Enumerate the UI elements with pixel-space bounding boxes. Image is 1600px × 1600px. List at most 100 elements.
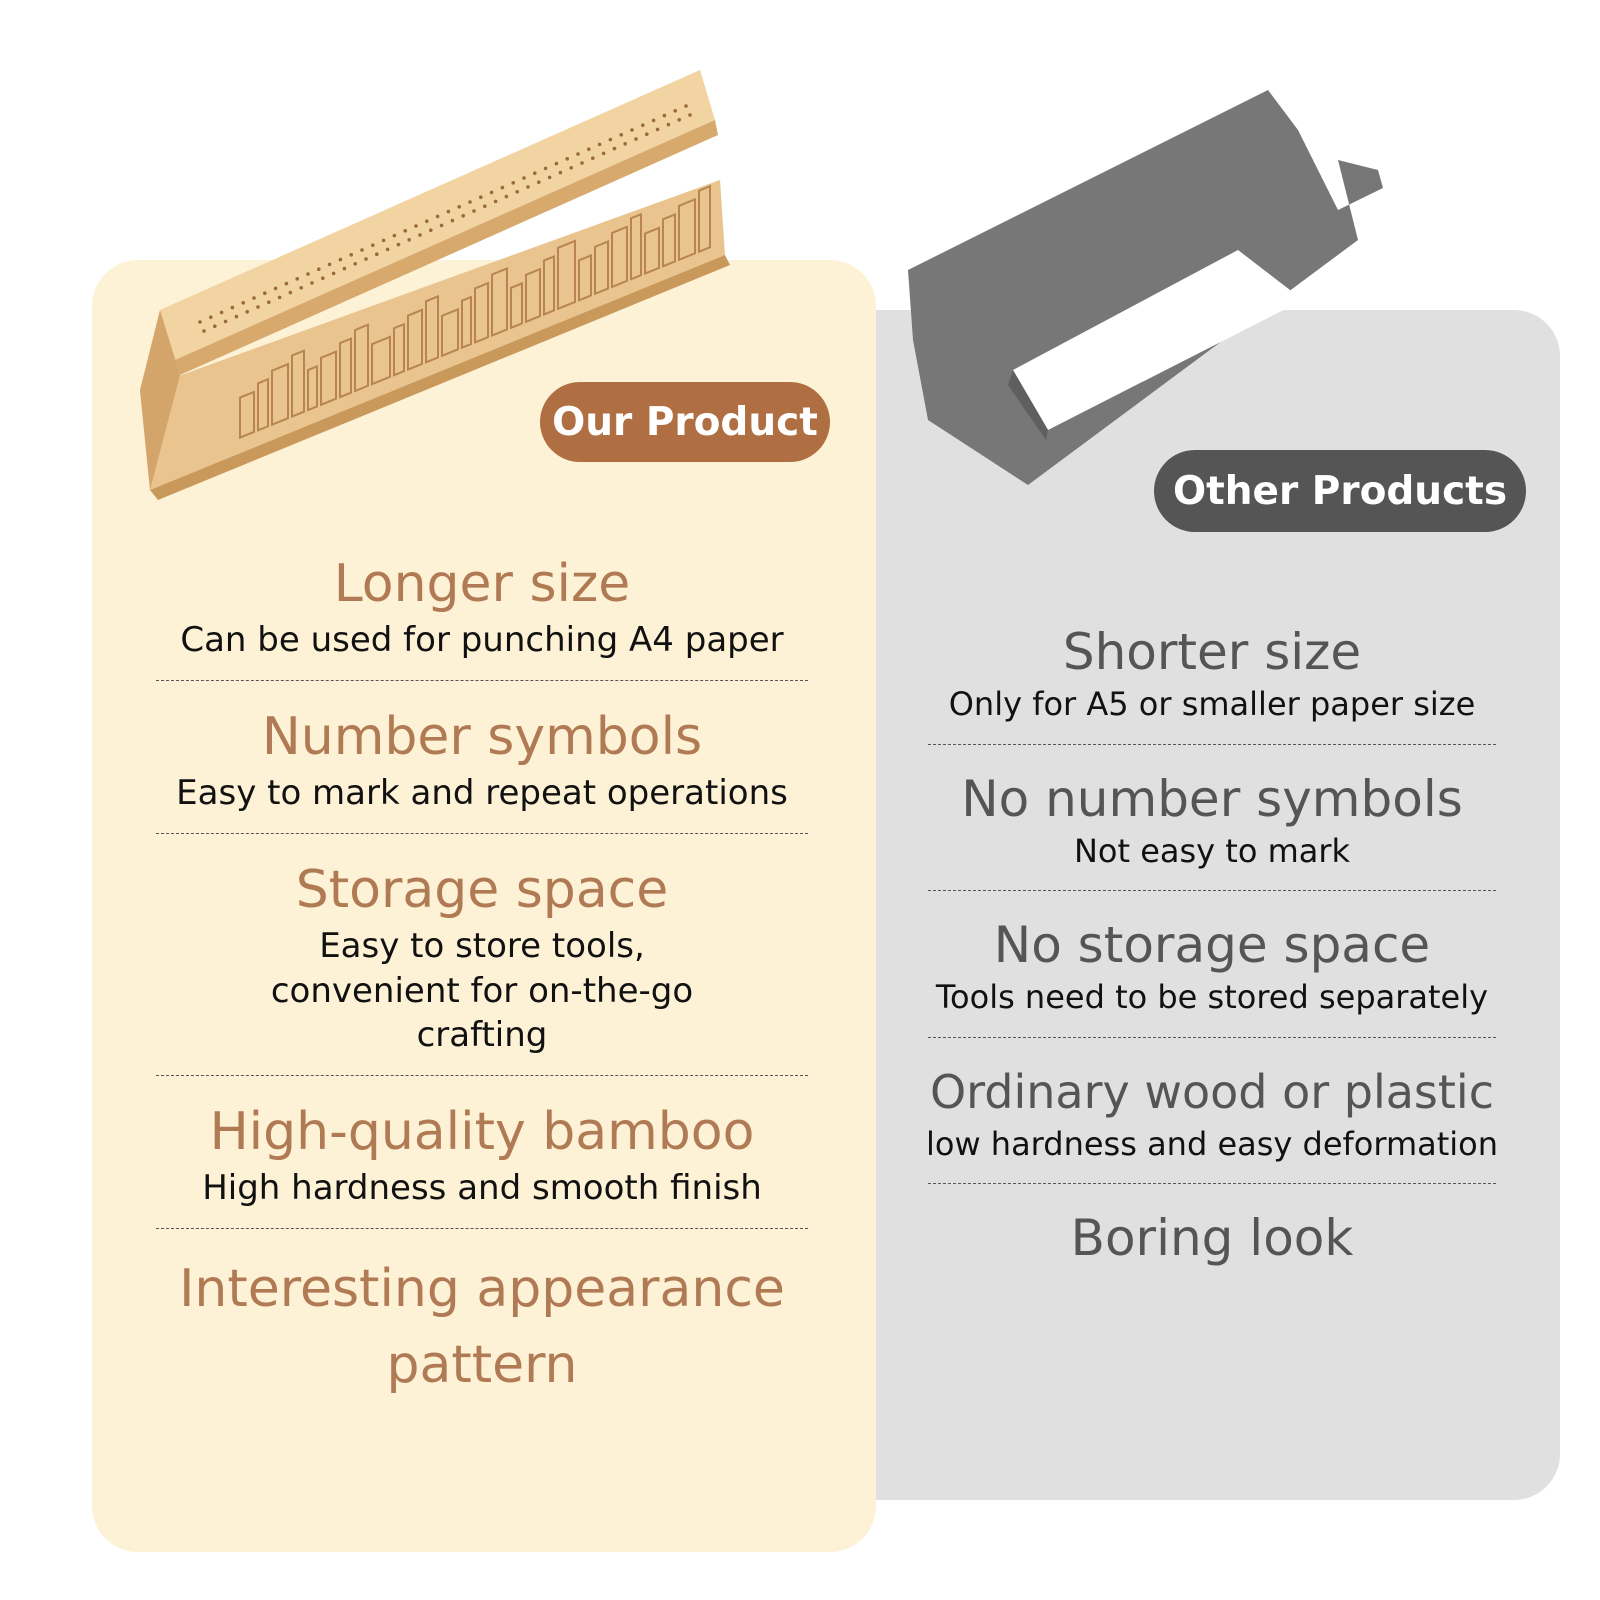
punch-hole-dot [504, 194, 509, 199]
engraved-book-shape [425, 294, 439, 364]
punch-hole-dot [662, 113, 667, 118]
engraved-book-shape [339, 337, 352, 399]
punch-hole-dot [435, 214, 440, 219]
punch-hole-dot [245, 310, 249, 314]
punch-hole-dot [591, 156, 595, 160]
dashed-divider [928, 743, 1496, 745]
punch-hole-dot [450, 218, 455, 223]
engraved-book-shape [510, 281, 523, 330]
punch-hole-dot [213, 324, 217, 329]
feature-desc: Tools need to be stored separately [935, 978, 1489, 1017]
punch-hole-dot [619, 133, 623, 137]
other-products-feature-list: Shorter size Only for A5 or smaller pape… [912, 620, 1512, 1270]
feature-ours-numbers: Number symbols Easy to mark and repeat o… [140, 703, 824, 815]
punch-hole-dot [515, 190, 519, 194]
engraved-book-shape [525, 267, 541, 324]
punch-hole-dot [252, 296, 256, 300]
punch-hole-dot [655, 127, 660, 132]
punch-hole-dot [234, 314, 239, 319]
feature-ours-size: Longer size Can be used for punching A4 … [140, 550, 824, 662]
punch-hole-dot [418, 233, 422, 237]
punch-hole-dot [310, 281, 314, 285]
punch-hole-dot [500, 185, 505, 190]
engraved-book-shape [474, 281, 489, 344]
punch-hole-dot [677, 118, 681, 122]
punch-hole-dot [489, 190, 494, 195]
feature-desc: Not easy to mark [1073, 831, 1351, 870]
engraved-book-shape [441, 307, 459, 358]
punch-hole-dot [597, 142, 602, 147]
feature-title: Ordinary wood or plastic [929, 1064, 1495, 1119]
engraved-book-shape [407, 308, 423, 372]
punch-hole-dot [576, 152, 580, 156]
feature-desc: Can be used for punching A4 paper [180, 620, 784, 660]
punch-hole-dot [688, 113, 692, 117]
engraved-book-shape [611, 225, 628, 289]
punch-hole-dot [446, 209, 451, 214]
punch-hole-dot [371, 243, 375, 247]
feature-others-material: Ordinary wood or plastic low hardness an… [912, 1060, 1512, 1166]
our-product-feature-list: Longer size Can be used for punching A4 … [140, 550, 824, 1403]
punch-hole-dot [666, 122, 671, 127]
punch-hole-dot [381, 238, 386, 243]
bamboo-punching-cradle-image [140, 70, 730, 500]
feature-desc: Only for A5 or smaller paper size [948, 685, 1476, 723]
punch-hole-dot [601, 151, 606, 156]
engraved-book-shape [578, 253, 592, 302]
punch-hole-dot [385, 247, 390, 252]
punch-hole-dot [634, 137, 638, 141]
punch-hole-dot [457, 205, 462, 209]
punch-hole-dot [684, 104, 688, 108]
engraved-book-shape [271, 362, 289, 427]
punch-hole-dot [526, 185, 530, 189]
punch-hole-dot [580, 161, 584, 165]
punch-hole-dot [558, 170, 563, 175]
punch-hole-dot [353, 262, 357, 266]
feature-desc: low hardness and easy deformation [925, 1124, 1499, 1163]
punch-hole-dot [338, 257, 343, 262]
feature-ours-storage: Storage space Easy to store tools, conve… [140, 856, 824, 1057]
engraved-book-shape [393, 322, 405, 377]
punch-hole-dot [198, 320, 202, 324]
feature-others-numbers: No number symbols Not easy to mark [912, 767, 1512, 873]
feature-others-storage: No storage space Tools need to be stored… [912, 913, 1512, 1019]
punch-hole-dot [630, 128, 634, 132]
feature-title: Longer size [333, 554, 631, 614]
punch-hole-dot [651, 118, 656, 123]
punch-hole-dot [554, 161, 559, 166]
feature-ours-bamboo: High-quality bamboo High hardness and sm… [140, 1098, 824, 1210]
feature-others-size: Shorter size Only for A5 or smaller pape… [912, 620, 1512, 726]
engraved-book-shape [698, 184, 711, 254]
punch-hole-dot [547, 175, 552, 180]
engraved-book-shape [491, 266, 508, 338]
punch-hole-dot [306, 272, 310, 276]
punch-hole-dot [284, 281, 289, 286]
engraved-book-shape [662, 212, 676, 268]
dashed-divider [156, 1228, 808, 1230]
engraved-book-shape [307, 364, 318, 412]
punch-hole-dot [429, 228, 433, 232]
other-products-badge: Other Products [1154, 450, 1526, 532]
punch-hole-dot [511, 181, 515, 185]
engraved-book-shape [239, 390, 255, 440]
punch-hole-dot [543, 166, 548, 171]
dashed-divider [928, 1036, 1496, 1038]
punch-hole-dot [565, 157, 569, 161]
punch-hole-dot [331, 271, 336, 276]
feature-title: Boring look [1070, 1209, 1354, 1268]
punch-hole-dot [256, 305, 260, 309]
dashed-divider [156, 833, 808, 835]
punch-hole-dot [612, 146, 617, 151]
engraved-book-shape [644, 226, 660, 276]
punch-hole-dot [403, 229, 408, 233]
punch-hole-dot [537, 180, 541, 184]
punch-hole-dot [223, 319, 228, 324]
feature-title: No number symbols [961, 769, 1463, 828]
punch-hole-dot [219, 310, 224, 315]
punch-hole-dot [321, 276, 325, 280]
punch-hole-dot [364, 257, 368, 261]
feature-title: Shorter size [1062, 623, 1362, 681]
punch-hole-dot [673, 109, 677, 113]
punch-hole-dot [479, 195, 483, 199]
punch-hole-dot [439, 223, 444, 228]
